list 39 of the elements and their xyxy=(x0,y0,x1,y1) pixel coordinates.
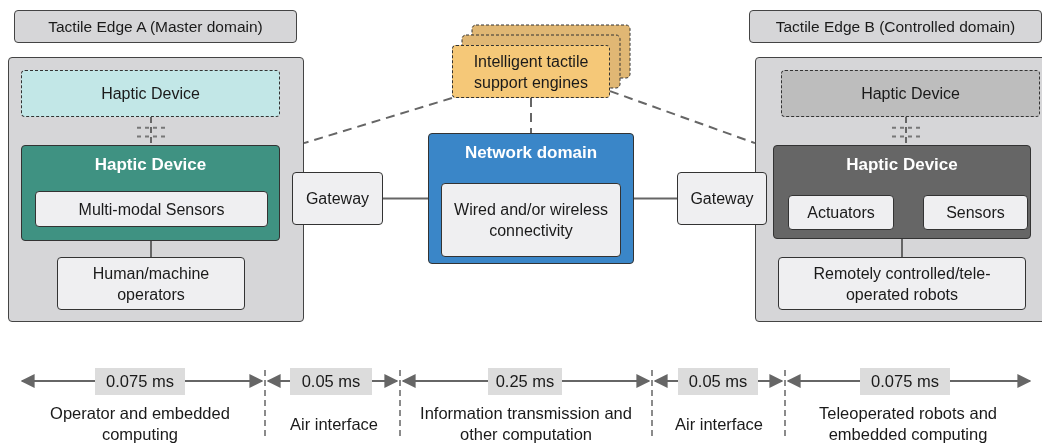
duration-label: 0.075 ms xyxy=(95,368,185,395)
panel-heading: Tactile Edge A (Master domain) xyxy=(14,10,297,43)
device-box: Haptic Device xyxy=(781,70,1040,117)
dashed-connector xyxy=(150,116,152,146)
container-title: Haptic Device xyxy=(93,154,208,175)
duration-label: 0.075 ms xyxy=(860,368,950,395)
gateway-box: Gateway xyxy=(292,172,383,225)
component-box: Wired and/or wireless connectivity xyxy=(441,183,621,257)
segment-label: Information transmission and other computation xyxy=(419,403,633,445)
dashed-connector xyxy=(905,116,907,146)
dashed-connector xyxy=(530,97,532,134)
connector-line xyxy=(150,240,152,258)
device-container xyxy=(773,145,1031,239)
domain-panel xyxy=(8,10,304,322)
component-box: Human/machine operators xyxy=(57,257,245,310)
connector-line xyxy=(382,197,429,200)
component-box: Multi-modal Sensors xyxy=(35,191,268,227)
segment-label: Air interface xyxy=(673,414,764,435)
connector-line xyxy=(633,197,678,200)
dashed-connector xyxy=(303,97,453,145)
connector-line xyxy=(901,238,903,258)
container-title: Haptic Device xyxy=(845,154,959,175)
component-box: Sensors xyxy=(923,195,1028,230)
panel-heading: Tactile Edge B (Controlled domain) xyxy=(749,10,1042,43)
segment-label: Teleoperated robots and embedded computing xyxy=(818,403,998,445)
segment-label: Air interface xyxy=(288,414,379,435)
segment-label: Operator and embedded computing xyxy=(49,403,231,445)
component-box: Actuators xyxy=(788,195,894,230)
network-container xyxy=(428,133,634,264)
device-box: Haptic Device xyxy=(21,70,280,117)
component-box: Remotely controlled/tele-operated robots xyxy=(778,257,1026,310)
gateway-box: Gateway xyxy=(677,172,767,225)
duration-label: 0.25 ms xyxy=(488,368,562,395)
device-container xyxy=(21,145,280,241)
duration-label: 0.05 ms xyxy=(678,368,758,395)
container-title: Network domain xyxy=(463,142,599,163)
dashed-connector xyxy=(609,90,756,145)
engine-card: Intelligent tactile support engines xyxy=(452,45,610,98)
duration-label: 0.05 ms xyxy=(290,368,372,395)
